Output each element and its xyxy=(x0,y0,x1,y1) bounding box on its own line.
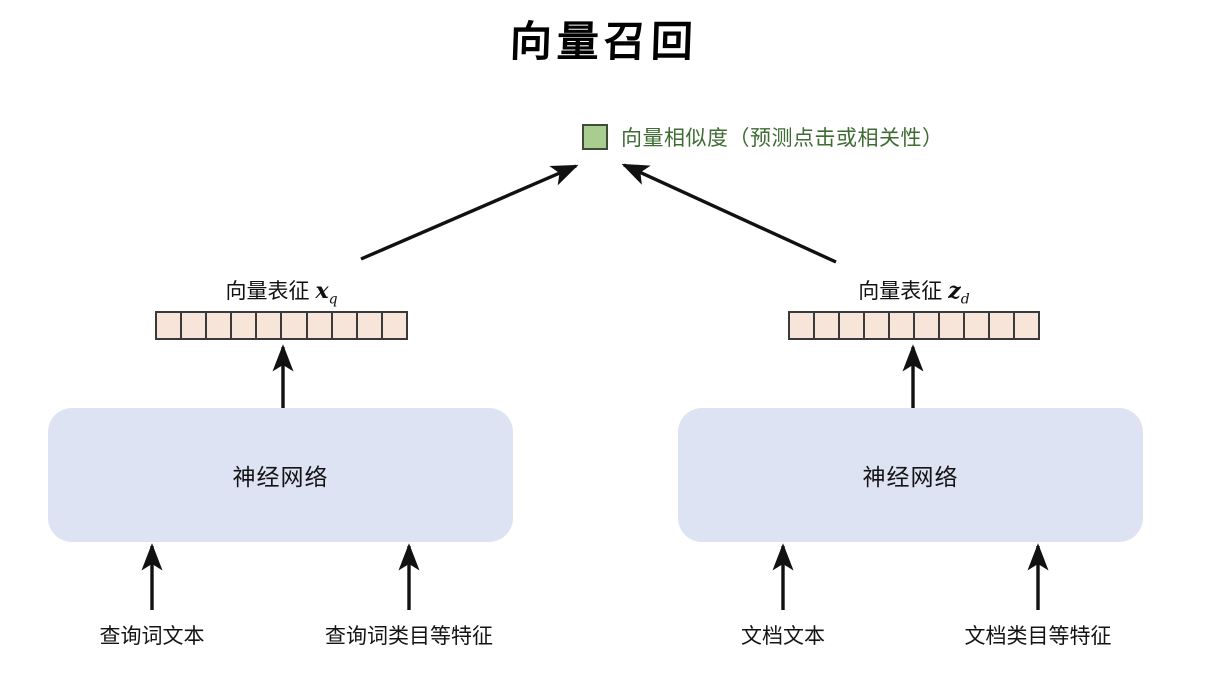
vector-cell xyxy=(890,313,915,338)
vector-cell xyxy=(965,313,990,338)
similarity-node: 向量相似度（预测点击或相关性） xyxy=(582,122,944,152)
query-vector-to-similarity-arrow xyxy=(360,164,579,261)
document-vector-to-similarity-arrow xyxy=(621,163,837,264)
vector-cell xyxy=(940,313,965,338)
vector-cell xyxy=(790,313,815,338)
vector-cell xyxy=(815,313,840,338)
page-title: 向量召回 xyxy=(509,17,699,66)
vector-cell xyxy=(207,313,233,338)
vector-cell xyxy=(157,313,183,338)
vector-cell xyxy=(990,313,1015,338)
query-vector-caption-text: 向量表征 xyxy=(225,280,310,303)
vector-cell xyxy=(915,313,940,338)
similarity-swatch-icon xyxy=(582,124,608,150)
vector-cell xyxy=(382,313,406,338)
document-neural-network-label: 神经网络 xyxy=(862,464,959,490)
query-category-input-label: 查询词类目等特征 xyxy=(325,625,493,648)
vector-cell xyxy=(840,313,865,338)
vector-cell xyxy=(865,313,890,338)
document-vector-bar xyxy=(788,311,1040,340)
query-vector-bar xyxy=(155,311,408,340)
vector-cell xyxy=(357,313,383,338)
document-neural-network-box: 神经网络 xyxy=(678,408,1143,542)
document-vector-symbol: zd xyxy=(948,278,970,308)
query-vector-subscript: q xyxy=(328,291,338,308)
vector-cell xyxy=(257,313,283,338)
query-text-input-label: 查询词文本 xyxy=(99,625,205,648)
query-vector-symbol: xq xyxy=(315,278,338,308)
vector-cell xyxy=(332,313,358,338)
document-vector-caption-text: 向量表征 xyxy=(858,280,943,303)
vector-cell xyxy=(282,313,308,338)
query-neural-network-label: 神经网络 xyxy=(232,464,329,490)
document-text-input-label: 文档文本 xyxy=(741,625,825,648)
similarity-label: 向量相似度（预测点击或相关性） xyxy=(621,127,944,150)
vector-cell xyxy=(182,313,208,338)
vector-cell xyxy=(1015,313,1038,338)
document-vector-subscript: d xyxy=(960,291,970,308)
query-neural-network-box: 神经网络 xyxy=(48,408,513,542)
document-category-input-label: 文档类目等特征 xyxy=(964,625,1112,648)
vector-cell xyxy=(307,313,333,338)
vector-cell xyxy=(232,313,258,338)
